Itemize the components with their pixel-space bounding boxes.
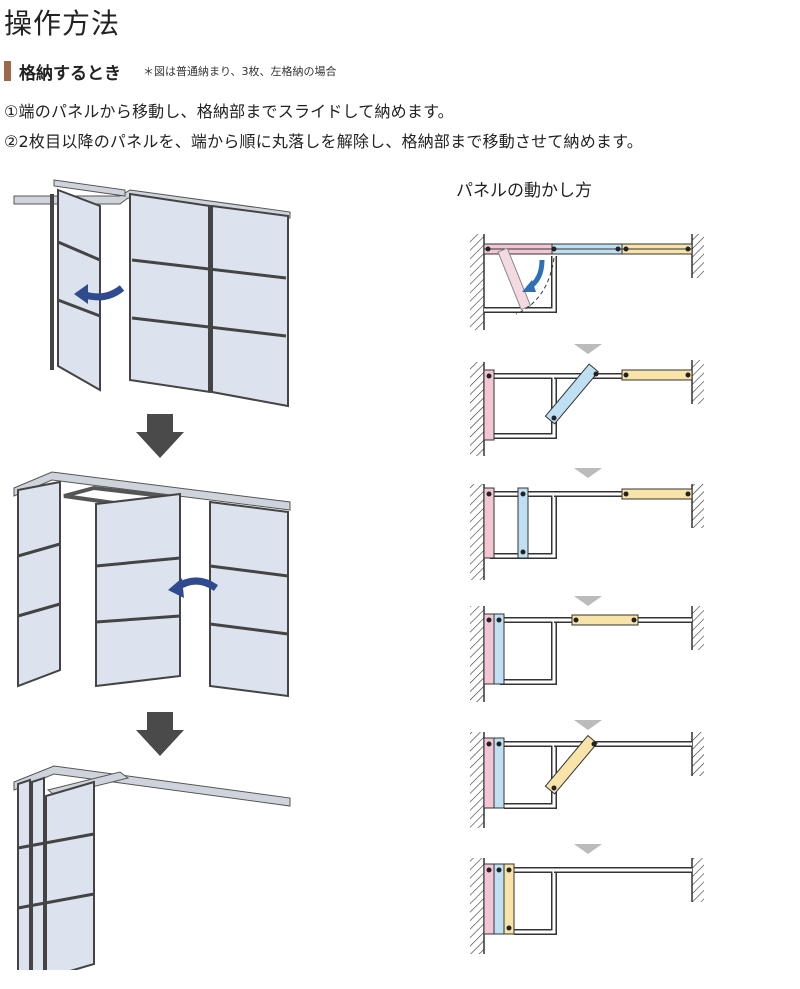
step-down-arrow-icon <box>574 468 602 478</box>
diagram-step-c <box>470 484 704 580</box>
step-1: ①端のパネルから移動し、格納部までスライドして納めます。 <box>4 102 454 121</box>
down-arrow-icon <box>136 414 184 458</box>
page-title: 操作方法 <box>4 7 121 40</box>
diagram-step-f <box>470 858 704 954</box>
step-down-arrow-icon <box>574 844 602 854</box>
diagram-step-d <box>470 606 704 702</box>
step-down-arrow-icon <box>574 344 602 354</box>
illustration-step-3 <box>13 765 291 970</box>
section-note: ＊図は普通納まり、3枚、左格納の場合 <box>143 65 337 78</box>
diagram-step-a <box>470 234 704 330</box>
section-heading: 格納するとき <box>19 63 121 84</box>
section-accent-bar <box>4 61 11 81</box>
illustration-step-1 <box>13 179 291 408</box>
diagram-title: パネルの動かし方 <box>456 181 592 201</box>
down-arrow-icon <box>136 712 184 756</box>
step-down-arrow-icon <box>574 596 602 606</box>
illustration-step-2 <box>13 471 291 698</box>
step-down-arrow-icon <box>574 720 602 730</box>
door-illustrations <box>13 179 291 970</box>
section-header: 格納するとき ＊図は普通納まり、3枚、左格納の場合 <box>4 60 337 84</box>
diagram-step-b <box>470 360 704 456</box>
panel-movement-diagrams <box>470 234 704 954</box>
diagram-step-e <box>470 732 704 828</box>
step-2: ②2枚目以降のパネルを、端から順に丸落しを解除し、格納部まで移動させて納めます。 <box>4 132 643 151</box>
